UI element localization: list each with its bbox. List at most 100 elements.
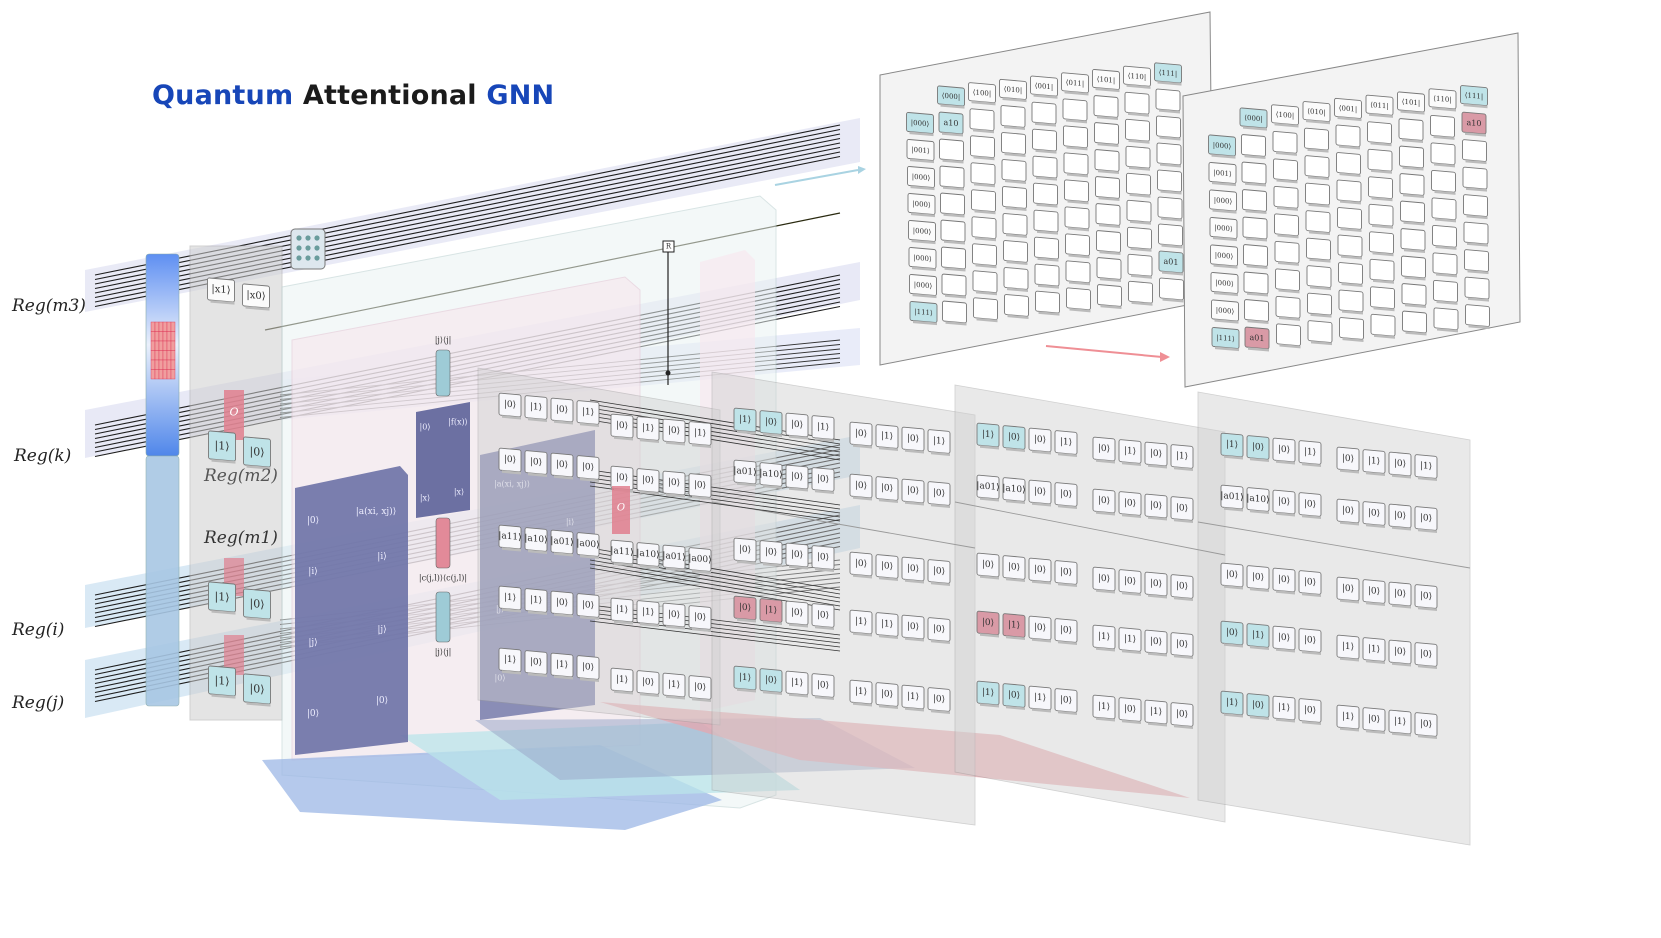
ket-tile-shadow [211,694,236,699]
ket-tile-label: |1⟩ [616,674,628,685]
ket-tile-label: |0⟩ [1008,690,1020,701]
matrix-panel-1-cell [971,189,996,215]
ket-tile-shadow [1096,511,1115,516]
ket-tile-label: |0⟩ [791,419,803,430]
matrix-panel-2-cell [1462,166,1488,192]
matrix-panel-1-cell [939,138,964,164]
ket-tile-shadow [1128,112,1149,117]
ket-tile-label: |a00⟩ [688,553,711,565]
ket-tile-shadow [1309,258,1331,263]
ket-tile-label: |1⟩ [504,654,516,665]
ket-tile-shadow [1130,220,1151,225]
stage-tile-1: |1⟩ [759,598,783,625]
stage-tile-3: |0⟩ [1272,437,1296,465]
ket-tile-box [1157,196,1183,220]
ket-tile-shadow [1097,115,1118,121]
stage-tile-3: |a01⟩ [1220,484,1244,512]
ket-tile-shadow [1006,499,1025,504]
grid-cell [162,350,168,361]
matrix-panel-2-cell [1339,317,1364,342]
ket-tile-shadow [502,547,521,552]
ket-tile-label: |0⟩ [1124,498,1136,509]
grid-cell [162,369,168,380]
ket-tile-shadow [1374,334,1395,339]
matrix-panel-1-cell [1064,206,1090,232]
ket-tile-label: |0⟩ [642,677,654,688]
ket-tile-label: |1⟩ [1368,456,1380,467]
ket-tile-shadow [1122,461,1141,466]
ket-tile-label: |0⟩ [504,399,516,410]
ket-tile-shadow [1174,518,1193,523]
ket-tile-box [1094,149,1120,172]
stage-tile-3: |0⟩ [1246,435,1270,462]
ket-tile-box [1125,145,1151,169]
ket-tile-label: |0⟩ [817,552,829,563]
ket-tile-shadow [931,503,950,508]
ket-tile-shadow [943,213,965,218]
figure-title: Quantum Attentional GNN [152,80,554,111]
ket-tile-box [969,108,995,132]
ket-tile-box [1335,124,1361,148]
matrix-panel-2-cell [1367,121,1392,147]
ket-tile-box [1305,210,1331,233]
block-ket: |0⟩ [376,696,388,706]
stage-purple-ket: |j⟩ [496,605,504,614]
stage-tile-3: |1⟩ [1388,709,1412,737]
ket-tile-label: |1⟩ [1098,701,1110,712]
ket-tile-shadow [1339,145,1360,150]
oracle-label: O [229,406,238,419]
stage-tile-1: |0⟩ [811,545,835,572]
ket-tile-shadow [737,430,756,435]
ket-tile-label: |0⟩ [1034,564,1046,575]
ket-tile-label: |1⟩ [907,691,919,702]
stage-tile-3: |0⟩ [1246,693,1270,720]
stage-tile-2: |0⟩ [1118,491,1142,518]
ket-tile-box [1430,114,1455,138]
ket-tile-box [1306,237,1331,261]
ket-tile-shadow [1370,141,1392,147]
matrix-panel-1-cell [1032,155,1058,181]
ket-tile-box [1001,159,1027,182]
matrix-panel-2-cell [1274,240,1300,266]
ket-tile-label: |0⟩ [817,474,829,485]
ket-tile-label: |1⟩ [739,672,751,683]
ket-tile-label: |000⟩ [1214,223,1233,234]
matrix-panel-2-cell [1368,203,1394,229]
stage-tile-3: |0⟩ [1272,489,1296,517]
ket-gate-left: |0⟩ [243,588,271,622]
matrix-panel-2-cell [1399,145,1424,171]
fx-block [416,402,470,518]
arrow-cyan [774,169,859,186]
stage-tile-3: |1⟩ [1272,695,1296,723]
ket-tile-label: |1⟩ [694,428,706,439]
ket-tile-label: |0⟩ [530,457,542,468]
ket-tile-label: |1⟩ [1034,692,1046,703]
ket-tile-shadow [1224,643,1243,648]
ket-tile-label: ⟨000| [942,91,960,102]
ket-tile-shadow [1067,200,1089,205]
projector-label: |c(j,l)⟩⟨c(j,l)| [419,574,467,583]
ket-tile-label: |1⟩ [642,423,654,434]
ket-tile-shadow [1467,269,1489,275]
stage-tile-2: |1⟩ [1092,624,1116,652]
ket-tile-label: |0⟩ [1060,567,1072,578]
ket-tile-shadow [1148,464,1167,469]
ket-tile-shadow [1099,250,1121,256]
stage-tile-1: |0⟩ [785,464,809,492]
ket-tile-label: |0⟩ [765,417,777,428]
ket-tile-shadow [1435,218,1456,223]
matrix-panel-1-cell [1064,179,1089,205]
matrix-panel-2-row-header: |001⟩ [1208,162,1237,187]
ket-tile-shadow [1366,601,1385,606]
matrix-panel-1-cell [1096,257,1122,283]
ket-tile-label: |0⟩ [739,544,751,555]
stage0b-tile: |0⟩ [662,602,686,630]
ket-tile-label: |0⟩ [616,472,628,483]
stage-tile-3: |1⟩ [1298,440,1322,467]
matrix-panel-2-cell [1337,207,1362,232]
ket-tile-shadow [974,209,996,215]
ket-tile-box [1242,189,1267,212]
ket-tile-label: |a01⟩ [1220,491,1243,503]
ket-tile-box [1337,234,1363,258]
